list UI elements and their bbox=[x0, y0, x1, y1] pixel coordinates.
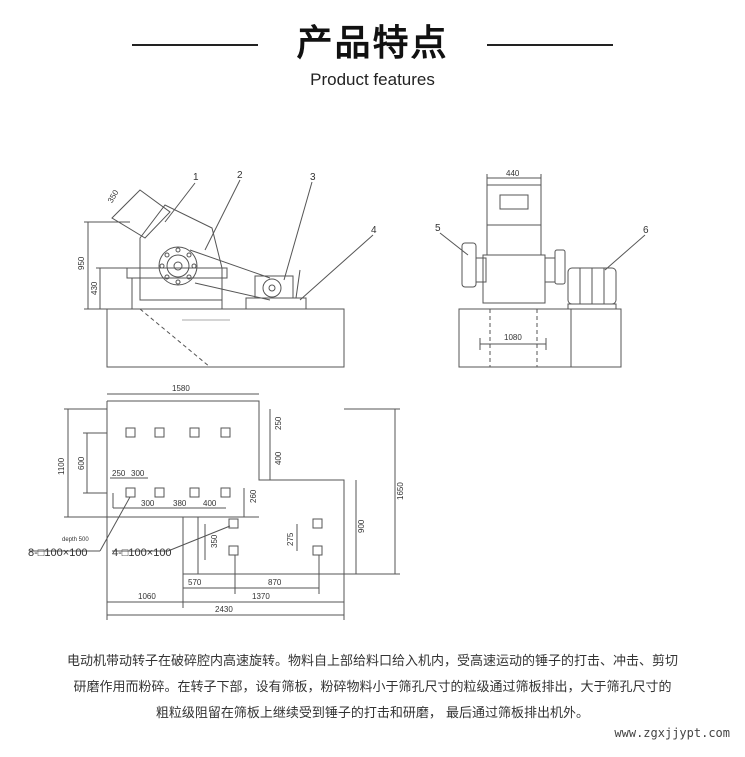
watermark: www.zgxjjypt.com bbox=[614, 726, 730, 740]
part-number-1: 1 bbox=[193, 172, 199, 183]
dim-600: 600 bbox=[77, 456, 86, 470]
side-hopper bbox=[486, 184, 542, 226]
dim-shaft-430: 430 bbox=[90, 281, 99, 295]
section-header: 产品特点 bbox=[0, 22, 745, 66]
dim-400-h: 400 bbox=[203, 499, 217, 508]
dim-1100: 1100 bbox=[57, 457, 66, 475]
callout-8-holes: 8-□100×100 bbox=[28, 547, 88, 559]
side-flywheel bbox=[461, 242, 477, 288]
feed-hopper bbox=[111, 189, 171, 239]
description-line-3: 粗粒级阻留在筛板上继续受到锤子的打击和研磨， 最后通过筛板排出机外。 bbox=[155, 706, 590, 721]
part-number-3: 3 bbox=[310, 172, 316, 183]
dim-260: 260 bbox=[249, 489, 258, 503]
dim-depth: depth 500 bbox=[62, 537, 89, 543]
title-divider-right bbox=[487, 44, 613, 46]
dim-900: 900 bbox=[357, 519, 366, 533]
dim-1650: 1650 bbox=[396, 482, 405, 500]
callout-4-holes: 4-□100×100 bbox=[112, 547, 172, 559]
dim-side-top-440: 440 bbox=[506, 169, 520, 178]
dim-1370: 1370 bbox=[252, 592, 270, 601]
part-number-4: 4 bbox=[371, 225, 377, 236]
dim-300-b: 300 bbox=[141, 499, 155, 508]
dim-side-base-1080: 1080 bbox=[504, 333, 522, 342]
part-number-2: 2 bbox=[237, 170, 243, 181]
dim-height-950: 950 bbox=[77, 256, 86, 270]
dim-275: 275 bbox=[286, 532, 295, 546]
part-number-5: 5 bbox=[435, 223, 441, 234]
dim-250-a: 250 bbox=[112, 469, 126, 478]
dim-1580: 1580 bbox=[172, 384, 190, 393]
description-line-2: 研磨作用而粉碎。在转子下部，设有筛板，粉碎物料小于筛孔尺寸的粒级通过筛板排出，大… bbox=[73, 680, 672, 695]
dim-870: 870 bbox=[268, 578, 282, 587]
page-title: 产品特点 bbox=[296, 23, 449, 64]
side-body bbox=[482, 254, 546, 304]
dim-400-v: 400 bbox=[274, 451, 283, 465]
dim-350: 350 bbox=[210, 534, 219, 548]
title-divider-left bbox=[132, 44, 258, 46]
front-view bbox=[84, 179, 374, 368]
front-foundation bbox=[106, 308, 345, 368]
dim-380: 380 bbox=[173, 499, 187, 508]
dim-1060: 1060 bbox=[138, 592, 156, 601]
page-subtitle: Product features bbox=[310, 70, 435, 89]
dim-2430: 2430 bbox=[215, 605, 233, 614]
side-view bbox=[439, 174, 646, 368]
product-description: 电动机带动转子在破碎腔内高速旋转。物料自上部给料口给入机内，受高速运动的锤子的打… bbox=[40, 649, 705, 727]
dim-300-a: 300 bbox=[131, 469, 145, 478]
dim-feed-350: 350 bbox=[106, 188, 121, 205]
part-number-6: 6 bbox=[643, 225, 649, 236]
technical-drawing: 1 2 3 4 5 6 350 950 430 440 1080 1580 11… bbox=[28, 169, 649, 620]
crusher-body bbox=[139, 204, 223, 301]
plan-view bbox=[30, 393, 400, 620]
rotor bbox=[158, 246, 198, 286]
description-line-1: 电动机带动转子在破碎腔内高速旋转。物料自上部给料口给入机内，受高速运动的锤子的打… bbox=[66, 654, 678, 669]
dim-570: 570 bbox=[188, 578, 202, 587]
dim-250-b: 250 bbox=[274, 416, 283, 430]
